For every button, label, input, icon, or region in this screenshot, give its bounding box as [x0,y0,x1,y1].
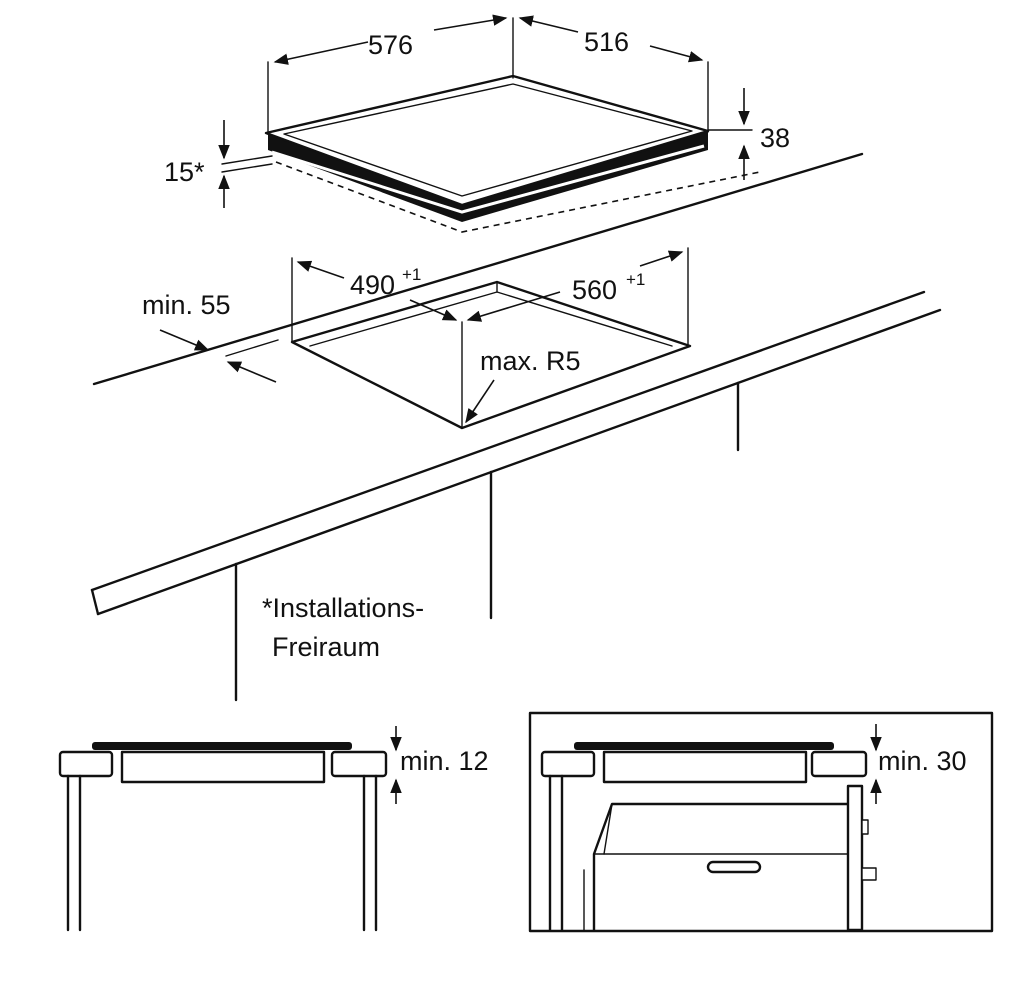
oven-slope [603,803,613,855]
installation-note: *Installations- Freiraum [262,593,424,662]
cutout-inner-edge [309,291,673,347]
note-line2: Freiraum [272,632,380,662]
section-right-worktop-l [540,750,596,778]
section-right: min. 30 [528,711,994,933]
worktop-back-edge [92,152,864,386]
worktop [90,152,942,702]
dim-560: 560 +1 [466,250,684,322]
hob-edge-strip [271,144,705,214]
section-right-body [602,750,808,784]
hob-glass-inner [283,83,693,197]
dim-15: 15* [164,120,230,208]
dim-38: 38 [738,88,790,180]
min55-ext [225,339,279,357]
label-38: 38 [760,123,790,153]
oven [583,784,877,932]
label-516: 516 [584,27,629,57]
oven-knob-2 [861,867,877,881]
label-15: 15* [164,157,205,187]
section-right-worktop-r [810,750,868,778]
section-left: min. 12 [58,726,489,932]
label-maxR5: max. R5 [480,346,581,376]
hob-glass-top [264,74,710,207]
section-right-glass [574,742,834,750]
label-min12: min. 12 [400,746,489,776]
worktop-front-bottom [96,308,942,616]
ext-line-15-top [221,155,273,165]
oven-knob-1 [861,819,869,835]
dim-maxR5: max. R5 [465,346,581,424]
dim-576: 576 [273,14,508,65]
dim-490: 490 +1 [296,260,458,321]
label-576: 576 [368,30,413,60]
label-490: 490 [350,270,395,300]
cutout [290,247,692,430]
section-left-worktop-r [330,750,388,778]
label-min30: min. 30 [878,746,967,776]
label-490-tol: +1 [402,265,421,284]
label-min55: min. 55 [142,290,231,320]
note-line1: *Installations- [262,593,424,623]
section-left-glass [92,742,352,750]
label-560-tol: +1 [626,270,645,289]
hob-dashed-outline [275,161,761,233]
section-right-frame [528,711,994,933]
section-left-body [120,750,326,784]
section-left-worktop-l [58,750,114,778]
ext-line-15-bot [221,163,273,173]
dim-516: 516 [518,15,704,63]
cutout-opening [290,280,692,430]
oven-handle [706,860,762,874]
label-560: 560 [572,275,617,305]
dim-min55: min. 55 [142,290,279,383]
hob [221,17,761,233]
worktop-front-edge [90,290,926,592]
worktop-front-corner [90,588,100,616]
oven-door-panel [846,784,864,932]
oven-top [592,802,850,932]
